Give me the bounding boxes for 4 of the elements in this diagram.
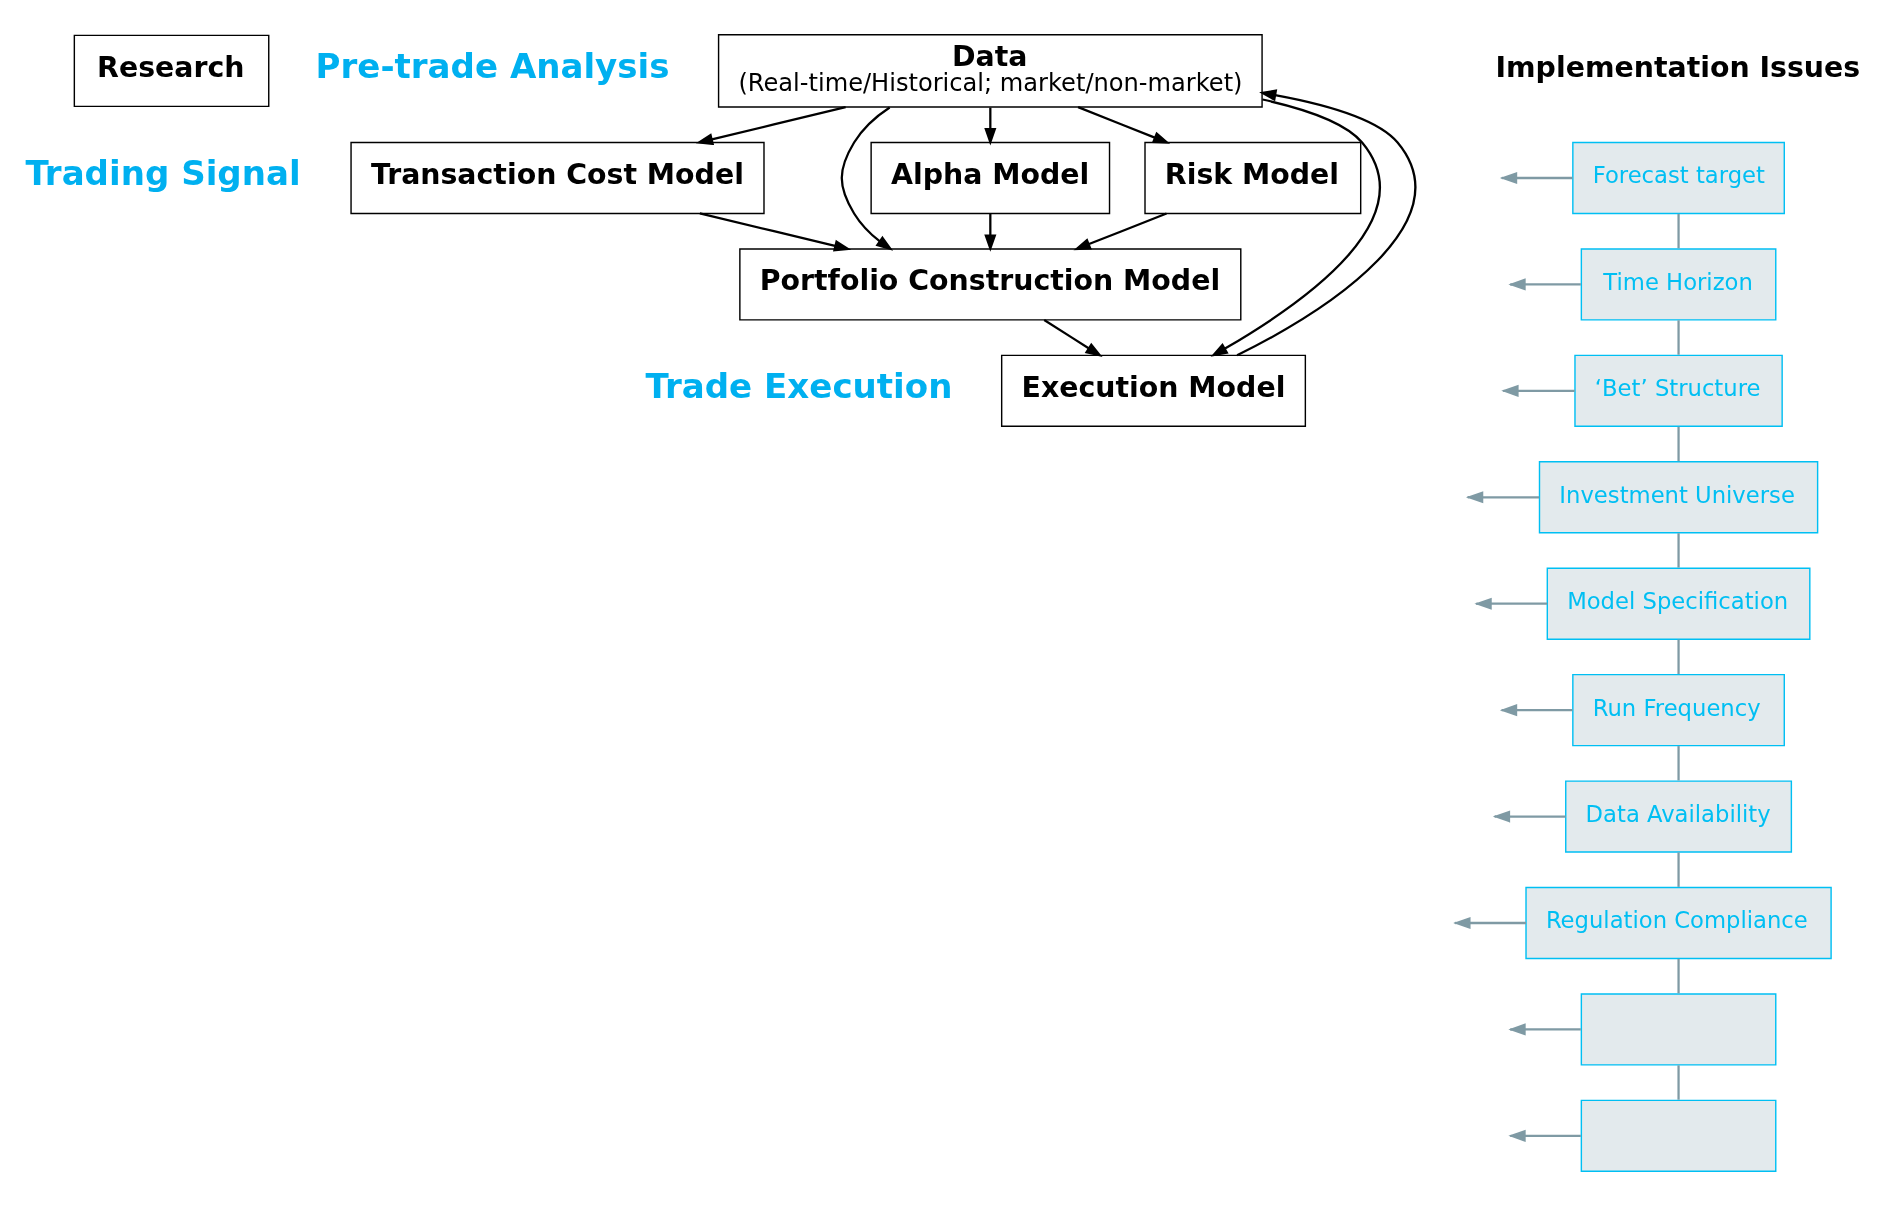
label: Pre-trade Analysis bbox=[315, 46, 670, 87]
label: Trading Signal bbox=[25, 153, 301, 194]
label: Trade Execution bbox=[645, 366, 953, 407]
label: Implementation Issues bbox=[1495, 50, 1861, 84]
